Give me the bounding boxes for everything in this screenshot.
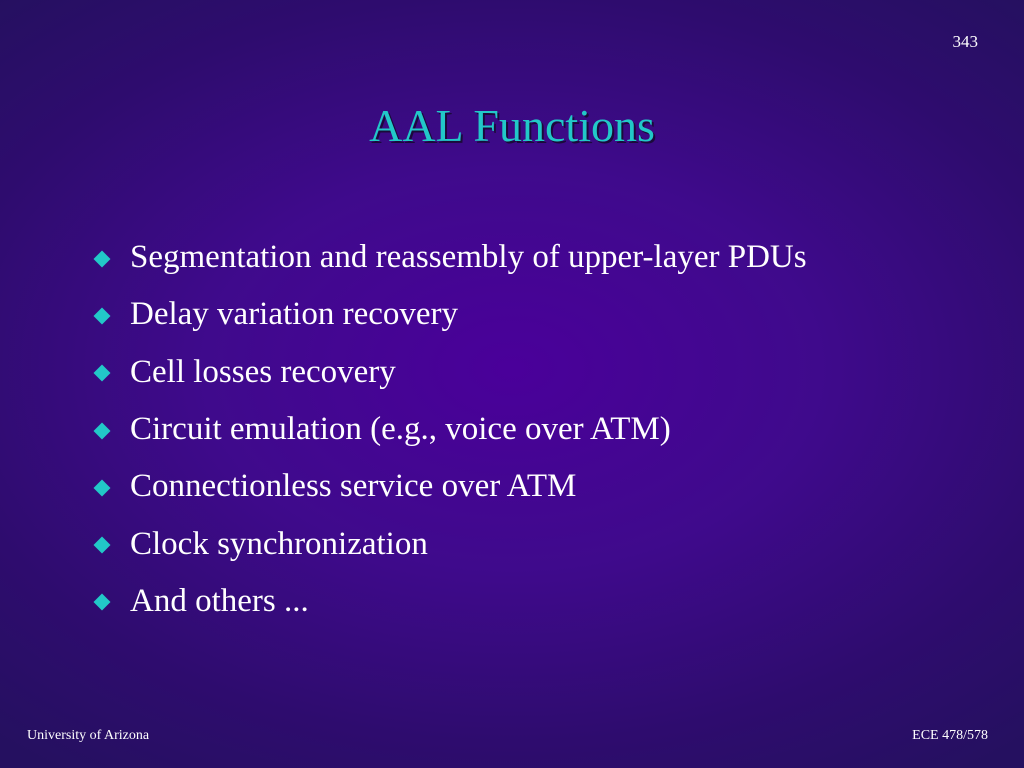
bullet-item: Delay variation recovery xyxy=(90,286,990,343)
bullet-item: Circuit emulation (e.g., voice over ATM) xyxy=(90,401,990,458)
bullet-item: Clock synchronization xyxy=(90,515,990,572)
bullet-text: And others ... xyxy=(130,582,309,619)
diamond-bullet-icon xyxy=(93,593,111,611)
bullet-text: Clock synchronization xyxy=(130,525,428,562)
diamond-bullet-icon xyxy=(93,364,111,382)
bullet-text: Delay variation recovery xyxy=(130,296,459,333)
slide-number: 343 xyxy=(952,32,979,51)
bullet-list: Segmentation and reassembly of upper-lay… xyxy=(90,229,990,630)
footer-course: ECE 478/578 xyxy=(912,728,988,743)
diamond-bullet-icon xyxy=(93,536,111,554)
diamond-bullet-icon xyxy=(93,422,111,440)
diamond-bullet-icon xyxy=(93,479,111,497)
bullet-text: Circuit emulation (e.g., voice over ATM) xyxy=(130,411,671,448)
bullet-item: Cell losses recovery xyxy=(90,344,990,401)
bullet-text: Connectionless service over ATM xyxy=(130,468,577,505)
bullet-text: Cell losses recovery xyxy=(130,353,396,390)
bullet-text: Segmentation and reassembly of upper-lay… xyxy=(130,239,807,276)
footer-institution: University of Arizona xyxy=(27,728,150,743)
bullet-item: Segmentation and reassembly of upper-lay… xyxy=(90,229,990,286)
diamond-bullet-icon xyxy=(93,307,111,325)
bullet-item: And others ... xyxy=(90,573,990,630)
diamond-bullet-icon xyxy=(93,250,111,268)
bullet-item: Connectionless service over ATM xyxy=(90,458,990,515)
slide-title: AAL Functions xyxy=(369,100,655,151)
